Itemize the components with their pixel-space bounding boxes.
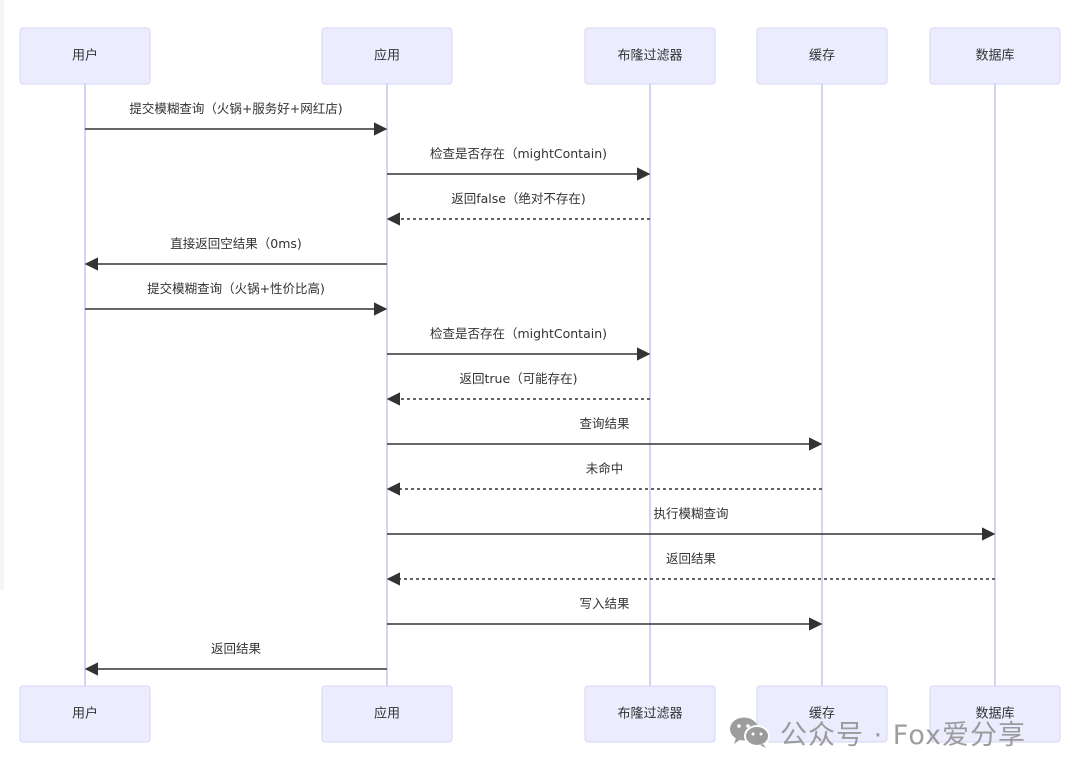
message-label: 返回结果: [666, 551, 717, 566]
wechat-icon: [728, 716, 772, 748]
actor-label: 应用: [374, 706, 400, 722]
actor-box: [19, 685, 151, 743]
actor-cache-bottom[interactable]: 缓存: [756, 685, 888, 743]
message-label: 返回结果: [211, 641, 262, 656]
message-9: 未命中: [386, 461, 822, 496]
actor-box: [19, 27, 151, 85]
message-13: 返回结果: [84, 641, 387, 676]
actor-bloom-top[interactable]: 布隆过滤器: [584, 27, 716, 85]
actor-box: [929, 685, 1061, 743]
actor-label: 数据库: [975, 706, 1014, 722]
actor-label: 数据库: [975, 48, 1014, 64]
message-4: 直接返回空结果（0ms): [84, 236, 387, 271]
actor-box: [584, 27, 716, 85]
actor-box: [321, 27, 453, 85]
message-11: 返回结果: [386, 551, 995, 586]
message-label: 执行模糊查询: [653, 506, 728, 521]
message-label: 返回true（可能存在): [459, 371, 577, 386]
message-3: 返回false（绝对不存在): [386, 191, 650, 226]
message-label: 未命中: [586, 461, 624, 476]
actor-bloom-bottom[interactable]: 布隆过滤器: [584, 685, 716, 743]
actor-box: [756, 685, 888, 743]
message-2: 检查是否存在（mightContain): [387, 146, 651, 181]
message-5: 提交模糊查询（火锅+性价比高): [85, 281, 388, 316]
actor-label: 缓存: [809, 49, 835, 64]
actor-label: 布隆过滤器: [617, 49, 682, 64]
actor-label: 应用: [374, 48, 400, 64]
actor-label: 用户: [72, 706, 98, 722]
message-label: 检查是否存在（mightContain): [430, 326, 607, 341]
actor-user-top[interactable]: 用户: [19, 27, 151, 85]
actors-top: 用户 应用 布隆过滤器 缓存 数据库: [19, 27, 1061, 85]
actor-box: [321, 685, 453, 743]
actor-label: 布隆过滤器: [617, 707, 682, 722]
actor-app-bottom[interactable]: 应用: [321, 685, 453, 743]
message-7: 返回true（可能存在): [386, 371, 650, 406]
actor-db-bottom[interactable]: 数据库: [929, 685, 1061, 743]
actor-db-top[interactable]: 数据库: [929, 27, 1061, 85]
message-label: 写入结果: [579, 596, 630, 611]
message-label: 提交模糊查询（火锅+服务好+网红店): [129, 101, 342, 116]
actor-user-bottom[interactable]: 用户: [19, 685, 151, 743]
actor-box: [584, 685, 716, 743]
actor-app-top[interactable]: 应用: [321, 27, 453, 85]
messages: 提交模糊查询（火锅+服务好+网红店) 检查是否存在（mightContain) 返回…: [84, 101, 996, 676]
actor-box: [756, 27, 888, 85]
message-label: 返回false（绝对不存在): [451, 191, 586, 206]
message-label: 提交模糊查询（火锅+性价比高): [147, 281, 325, 296]
message-label: 查询结果: [579, 416, 630, 431]
actor-box: [929, 27, 1061, 85]
message-1: 提交模糊查询（火锅+服务好+网红店): [85, 101, 388, 136]
message-10: 执行模糊查询: [387, 506, 996, 541]
message-12: 写入结果: [387, 596, 823, 631]
message-6: 检查是否存在（mightContain): [387, 326, 651, 361]
watermark: 公众号 · Fox爱分享: [728, 712, 1026, 752]
message-label: 检查是否存在（mightContain): [430, 146, 607, 161]
actor-cache-top[interactable]: 缓存: [756, 27, 888, 85]
message-8: 查询结果: [387, 416, 823, 451]
actor-label: 缓存: [809, 707, 835, 722]
actors-bottom: 用户 应用 布隆过滤器 缓存 数据库: [19, 685, 1061, 743]
actor-label: 用户: [72, 48, 98, 64]
watermark-text: 公众号 · Fox爱分享: [780, 719, 1026, 751]
message-label: 直接返回空结果（0ms): [170, 236, 302, 251]
left-edge-strip: [0, 0, 4, 590]
